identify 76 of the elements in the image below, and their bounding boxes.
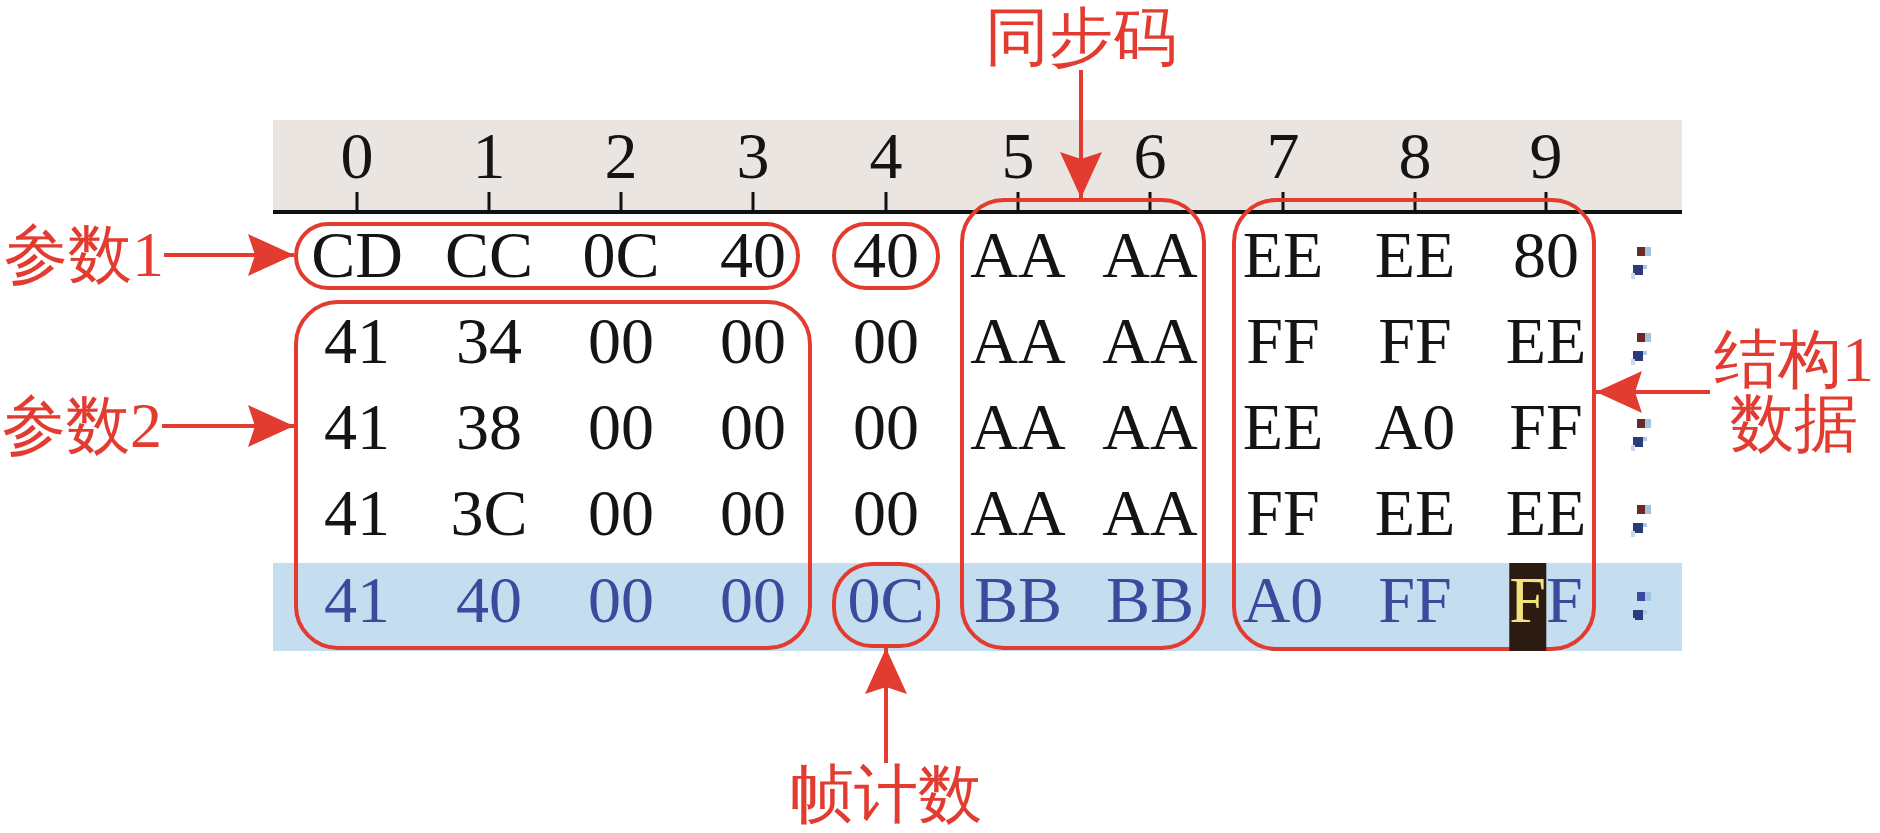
hex-value: EE — [1505, 486, 1587, 540]
hex-value: 00 — [853, 486, 919, 540]
group-outline — [1232, 198, 1596, 651]
hex-value: 40 — [853, 228, 919, 282]
hex-value: FF — [1378, 314, 1452, 368]
hex-value: AA — [1102, 400, 1198, 454]
hex-value: A0 — [1242, 573, 1324, 627]
group-outline — [832, 562, 940, 648]
arrow — [1060, 70, 1102, 198]
hex-value: 34 — [456, 314, 522, 368]
hex-value: 00 — [853, 314, 919, 368]
column-number: 2 — [604, 129, 638, 183]
hex-value: 00 — [588, 486, 654, 540]
column-number: 6 — [1133, 129, 1167, 183]
callout-label: 帧计数 — [790, 763, 982, 827]
hex-value: 00 — [853, 400, 919, 454]
hex-value: EE — [1374, 486, 1456, 540]
hex-value: 0C — [847, 573, 925, 627]
arrow — [164, 234, 294, 276]
hex-value: AA — [1102, 314, 1198, 368]
group-outline — [960, 198, 1206, 650]
hex-value: 00 — [588, 573, 654, 627]
column-number: 9 — [1529, 129, 1563, 183]
column-number: 8 — [1398, 129, 1432, 183]
hex-value: CD — [311, 228, 403, 282]
column-number: 5 — [1001, 129, 1035, 183]
hex-value: 41 — [324, 573, 390, 627]
hex-value: AA — [970, 228, 1066, 282]
hex-value: A0 — [1374, 400, 1456, 454]
column-number: 7 — [1266, 129, 1300, 183]
hex-value: EE — [1242, 400, 1324, 454]
hex-value: FF — [1246, 486, 1320, 540]
hex-value: 80 — [1513, 228, 1579, 282]
hex-value: 41 — [324, 400, 390, 454]
hex-value: BB — [1106, 573, 1194, 627]
hex-value: FF — [1509, 563, 1583, 651]
arrow — [865, 648, 907, 763]
arrow — [162, 405, 294, 447]
hex-value: FF — [1378, 573, 1452, 627]
hex-value: AA — [1102, 486, 1198, 540]
hex-value: 00 — [720, 400, 786, 454]
hex-value: 00 — [588, 400, 654, 454]
hex-value: 00 — [720, 486, 786, 540]
hex-value: 00 — [588, 314, 654, 368]
callout-label: 参数2 — [2, 394, 162, 458]
hex-value: 41 — [324, 486, 390, 540]
hex-value: 40 — [720, 228, 786, 282]
hex-value: EE — [1505, 314, 1587, 368]
group-outline — [294, 300, 812, 650]
group-outline — [832, 222, 940, 290]
hex-value: 00 — [720, 314, 786, 368]
hex-value: FF — [1246, 314, 1320, 368]
hex-value: 40 — [456, 573, 522, 627]
hex-value: CC — [445, 228, 533, 282]
hex-value: EE — [1242, 228, 1324, 282]
hex-value: AA — [970, 314, 1066, 368]
callout-label: 结构1数据 — [1710, 328, 1878, 456]
hex-value: EE — [1374, 228, 1456, 282]
hex-value: 3C — [450, 486, 528, 540]
hex-value: FF — [1509, 400, 1583, 454]
hex-value: AA — [1102, 228, 1198, 282]
hex-value: AA — [970, 486, 1066, 540]
hex-value: BB — [974, 573, 1062, 627]
column-number: 3 — [736, 129, 770, 183]
hex-value: 00 — [720, 573, 786, 627]
hex-value: 38 — [456, 400, 522, 454]
column-number: 0 — [340, 129, 374, 183]
column-number: 1 — [472, 129, 506, 183]
group-outline — [294, 222, 800, 290]
arrow — [1596, 371, 1710, 413]
callout-label: 参数1 — [4, 223, 164, 287]
hex-value: 41 — [324, 314, 390, 368]
hex-value: 0C — [582, 228, 660, 282]
column-number: 4 — [869, 129, 903, 183]
callout-label: 同步码 — [985, 6, 1177, 70]
hex-value: AA — [970, 400, 1066, 454]
